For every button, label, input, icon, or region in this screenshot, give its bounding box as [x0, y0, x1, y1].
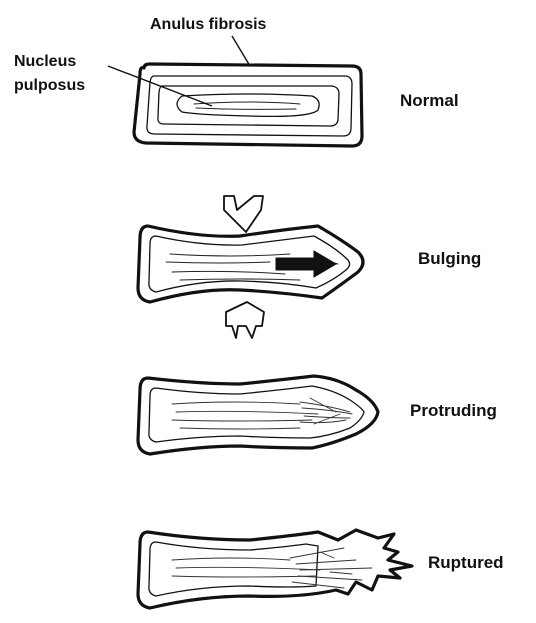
nucleus-label-line1: Nucleus	[14, 53, 76, 70]
ruptured-disc-outline	[138, 530, 412, 608]
disc-bulging	[138, 226, 363, 302]
disc-ruptured	[138, 530, 412, 608]
stage-label-normal: Normal	[400, 91, 459, 110]
stage-label-bulging: Bulging	[418, 249, 481, 268]
anulus-fibrosis-label: Anulus fibrosis	[150, 16, 267, 33]
compression-arrow-bottom	[226, 302, 264, 338]
protruding-disc-outline	[138, 376, 378, 454]
compression-arrow-top	[224, 196, 263, 232]
stage-label-ruptured: Ruptured	[428, 553, 504, 572]
disc-protruding	[138, 376, 378, 454]
stage-label-protruding: Protruding	[410, 401, 497, 420]
nucleus-label-line2: pulposus	[14, 77, 85, 94]
anulus-leader-line	[232, 36, 250, 66]
disc-normal	[134, 64, 362, 146]
